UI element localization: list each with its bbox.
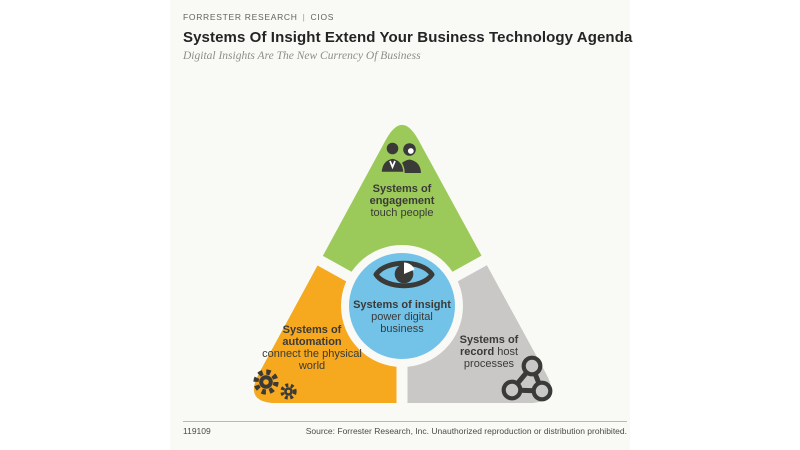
insight-title: Systems of insight xyxy=(353,299,451,311)
brand-section: CIOS xyxy=(310,12,335,22)
engagement-title: Systems of engagement xyxy=(369,183,435,207)
breadcrumb: FORRESTER RESEARCH | CIOS xyxy=(183,12,334,22)
engagement-subtitle: touch people xyxy=(370,206,434,219)
systems-triangle-diagram: Systems of engagement touch people Syste… xyxy=(170,0,630,450)
page-subtitle: Digital Insights Are The New Currency Of… xyxy=(183,50,421,62)
record-label: Systems of record host processes xyxy=(443,334,535,371)
page-title: Systems Of Insight Extend Your Business … xyxy=(183,29,633,46)
source-note: Source: Forrester Research, Inc. Unautho… xyxy=(305,426,627,436)
people-icon xyxy=(380,141,421,174)
segment-automation xyxy=(254,197,402,403)
record-subtitle: host processes xyxy=(463,345,519,370)
automation-subtitle: connect the physical world xyxy=(262,347,362,372)
eye-icon xyxy=(373,260,435,289)
record-title: Systems of record xyxy=(459,334,519,358)
insight-subtitle: power digital business xyxy=(371,310,433,335)
report-card: FORRESTER RESEARCH | CIOS Systems Of Insig… xyxy=(170,0,633,450)
doc-number: 119109 xyxy=(183,426,211,436)
triangle-graphic xyxy=(242,124,562,416)
insight-label: Systems of insight power digital busines… xyxy=(344,299,460,336)
automation-title: Systems of automation xyxy=(282,324,342,348)
engagement-label: Systems of engagement touch people xyxy=(347,183,457,220)
automation-label: Systems of automation connect the physic… xyxy=(262,324,362,373)
brand-name: FORRESTER RESEARCH xyxy=(183,12,298,22)
record-title-line: Systems of record host processes xyxy=(443,334,535,371)
gears-icon xyxy=(253,369,297,400)
network-icon xyxy=(501,355,553,402)
footer: 119109 Source: Forrester Research, Inc. … xyxy=(183,421,627,436)
breadcrumb-separator: | xyxy=(302,12,306,22)
